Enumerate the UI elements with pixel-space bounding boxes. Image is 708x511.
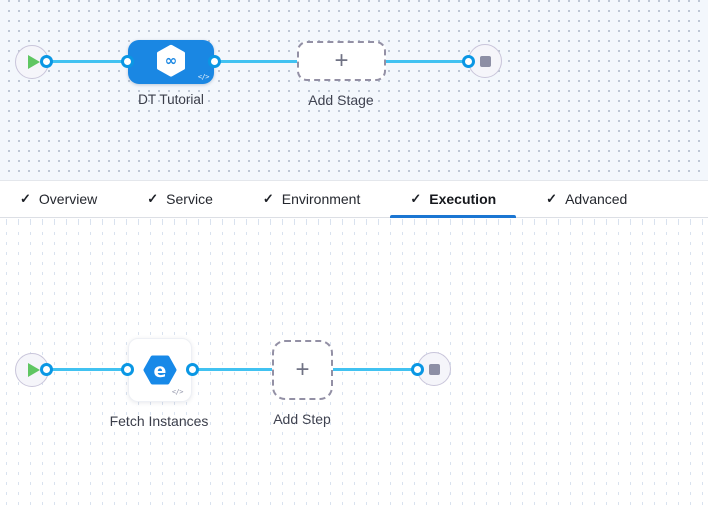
code-badge-icon: </> [171, 388, 184, 396]
tab-label: Execution [429, 191, 497, 207]
stage-node-dt-tutorial[interactable]: ∞ </> [128, 40, 214, 84]
code-badge-icon: </> [197, 73, 210, 81]
svg-text:e: e [154, 360, 167, 382]
add-step-button[interactable]: + [272, 340, 333, 400]
end-in-connector[interactable] [411, 363, 424, 376]
tab-label: Service [166, 191, 213, 207]
execution-step-canvas[interactable]: e </> Fetch Instances + Add Step [0, 218, 708, 511]
check-icon: ✓ [410, 191, 422, 206]
tab-environment[interactable]: ✓ Environment [243, 181, 381, 217]
edge-addstep-to-end [331, 368, 419, 371]
tab-label: Advanced [565, 191, 628, 207]
plus-icon: + [334, 47, 349, 74]
check-icon: ✓ [147, 191, 159, 206]
tab-advanced[interactable]: ✓ Advanced [526, 181, 647, 217]
edge-stage-to-addstage [214, 60, 300, 63]
add-step-label: Add Step [273, 411, 331, 427]
start-out-connector[interactable] [40, 363, 53, 376]
end-in-connector[interactable] [462, 55, 475, 68]
stop-icon [479, 55, 491, 67]
start-out-connector[interactable] [40, 55, 53, 68]
play-icon [27, 363, 40, 377]
stage-out-connector[interactable] [208, 55, 221, 68]
fetch-instances-hexagon-icon: e [143, 355, 177, 385]
edge-start-to-stage [46, 60, 130, 63]
tab-service[interactable]: ✓ Service [127, 181, 233, 217]
stage-node-label: DT Tutorial [138, 92, 204, 107]
edge-step-to-addstep [192, 368, 274, 371]
tab-label: Overview [38, 191, 98, 207]
plus-icon: + [295, 356, 310, 383]
play-icon [27, 55, 40, 69]
tab-execution[interactable]: ✓ Execution [390, 181, 516, 218]
check-icon: ✓ [546, 191, 558, 206]
cd-hexagon-infinity-icon: ∞ [157, 44, 185, 77]
execution-start-node[interactable] [15, 353, 49, 387]
tab-overview[interactable]: ✓ Overview [0, 181, 117, 217]
svg-text:∞: ∞ [165, 52, 178, 70]
tab-label: Environment [281, 191, 361, 207]
stop-icon [428, 363, 440, 375]
step-node-label: Fetch Instances [109, 413, 209, 429]
add-stage-button[interactable]: + [297, 41, 386, 81]
step-in-connector[interactable] [121, 363, 134, 376]
step-out-connector[interactable] [186, 363, 199, 376]
edge-addstage-to-end [384, 60, 470, 63]
step-node-fetch-instances[interactable]: e </> [128, 338, 192, 402]
stage-config-tabbar: ✓ Overview ✓ Service ✓ Environment ✓ Exe… [0, 180, 708, 218]
check-icon: ✓ [262, 191, 274, 206]
check-icon: ✓ [20, 191, 31, 206]
edge-start-to-step [46, 368, 130, 371]
stage-in-connector[interactable] [121, 55, 134, 68]
add-stage-label: Add Stage [308, 92, 374, 108]
stage-pipeline-canvas[interactable]: ∞ </> DT Tutorial + Add Stage [0, 0, 708, 180]
